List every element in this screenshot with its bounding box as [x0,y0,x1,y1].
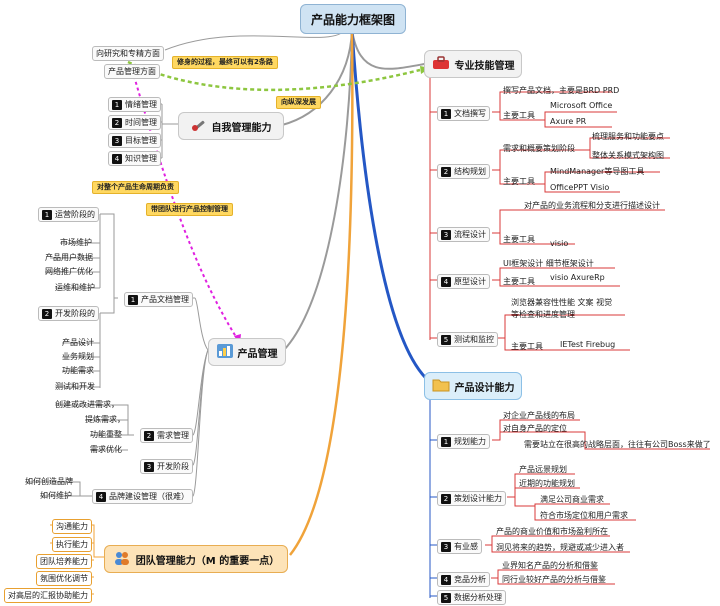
pm-req-item: 功能重整 [90,430,122,439]
note-two-paths: 修身的过程，最终可以有2条路 [172,56,278,69]
note-deep: 向纵深发展 [276,96,321,109]
pm-ops-item: 市场维护 [60,238,92,247]
skill-struct-item: 梳理服务和功能要点 [592,132,664,141]
pm-brand-item: 如何维护 [40,491,72,500]
product-management-title: 产品管理 [237,348,278,360]
design-compete-item: 业界知名产品的分析和借鉴 [502,561,598,570]
design-plan-item: 需要站立在很高的战略层面，往往有公司Boss来做了 [524,440,711,449]
wrench-icon [191,117,207,136]
skill-doc-tool: Axure PR [550,117,587,126]
root-title: 产品能力框架图 [310,12,395,27]
skill-struct-item: 整体关系模式架构图 [592,151,664,160]
self-management-title: 自我管理能力 [211,122,272,134]
skill-test-tools: 主要工具 [511,342,543,351]
design-vision-item: 产品的商业价值和市场盈利所在 [496,527,608,536]
pm-dev-item: 功能需求 [62,366,94,375]
skill-doc-desc: 撰写产品文档，主要是BRD PRD [503,86,620,95]
team-icon [113,551,131,568]
skill-test-desc: 等检查和进度管理 [511,310,575,319]
note-team-control: 带团队进行产品控制管理 [146,203,233,216]
design-strategy-item: 近期的功能规划 [519,479,575,488]
pm-dev-item: 测试和开发 [55,382,95,391]
skill-struct-tool: OfficePPT Visio [550,183,610,192]
team-item[interactable]: 团队培养能力 [36,554,92,569]
skill-doc-tool: Microsoft Office [550,101,613,110]
design-strategy-item: 满足公司商业需求 [540,495,604,504]
skill-test-desc: 浏览器兼容性性能 文案 视觉 [511,298,613,307]
skills-title: 专业技能管理 [454,60,515,72]
pm-req-item: 创建或改进需求， [55,400,119,409]
product-design-node[interactable]: 产品设计能力 [424,372,522,400]
skill-test-tool: IETest Firebug [560,340,616,349]
skills-node[interactable]: 专业技能管理 [424,50,522,78]
skill-struct-tool: MindManager等导图工具 [550,167,645,176]
toolbox-icon [432,55,450,73]
team-management-node[interactable]: 团队管理能力（M 的重要一点） [104,545,288,573]
note-lifecycle: 对整个产品生命周期负责 [92,181,179,194]
skill-proto-tools: 主要工具 [503,277,535,286]
design-strategy-item: 产品远景规划 [519,465,567,474]
product-management-node[interactable]: 产品管理 [208,338,286,366]
team-item[interactable]: 对高层的汇报协助能力 [4,588,92,603]
pm-ops-item: 运维和维护 [55,283,95,292]
design-strategy-item: 符合市场定位和用户需求 [540,511,628,520]
skill-struct-tools: 主要工具 [503,177,535,186]
product-design-title: 产品设计能力 [454,382,515,394]
pm-dev-item: 产品设计 [62,338,94,347]
pm-brand-item: 如何创造品牌 [25,477,73,486]
design-plan-item: 对企业产品线的布局 [503,411,575,420]
team-item[interactable]: 执行能力 [52,537,92,552]
self-management-node[interactable]: 自我管理能力 [178,112,284,140]
root-node[interactable]: 产品能力框架图 [300,4,406,34]
skill-doc-tools: 主要工具 [503,111,535,120]
skill-flow-tools: 主要工具 [503,235,535,244]
team-item[interactable]: 沟通能力 [52,519,92,534]
skill-struct-req: 需求和概要策划阶段 [503,144,575,153]
pm-ops-item: 网络推广优化 [45,267,93,276]
pm-req-item: 提炼需求， [85,415,125,424]
team-management-title: 团队管理能力（M 的重要一点） [135,555,280,567]
design-compete-item: 同行业较好产品的分析与借鉴 [502,575,606,584]
pm-req-item: 需求优化 [90,445,122,454]
pm-dev-item: 业务规划 [62,352,94,361]
skill-proto-desc: UI框架设计 细节框架设计 [503,259,594,268]
skill-proto-tool: visio AxureRp [550,273,605,282]
design-plan-item: 对自身产品的定位 [503,424,567,433]
skill-flow-desc: 对产品的业务流程和分支进行描述设计 [524,201,660,210]
research-branch[interactable]: 向研究和专精方面 [92,46,164,61]
product-branch[interactable]: 产品管理方面 [104,64,160,79]
skill-flow-tool: visio [550,239,569,248]
design-vision-item: 洞见将来的趋势，规避或减少进入者 [496,543,624,552]
folder-icon [432,378,450,395]
team-item[interactable]: 氛围优化调节 [36,571,92,586]
chart-icon [216,343,233,361]
pm-ops-item: 产品用户数据 [45,253,93,262]
